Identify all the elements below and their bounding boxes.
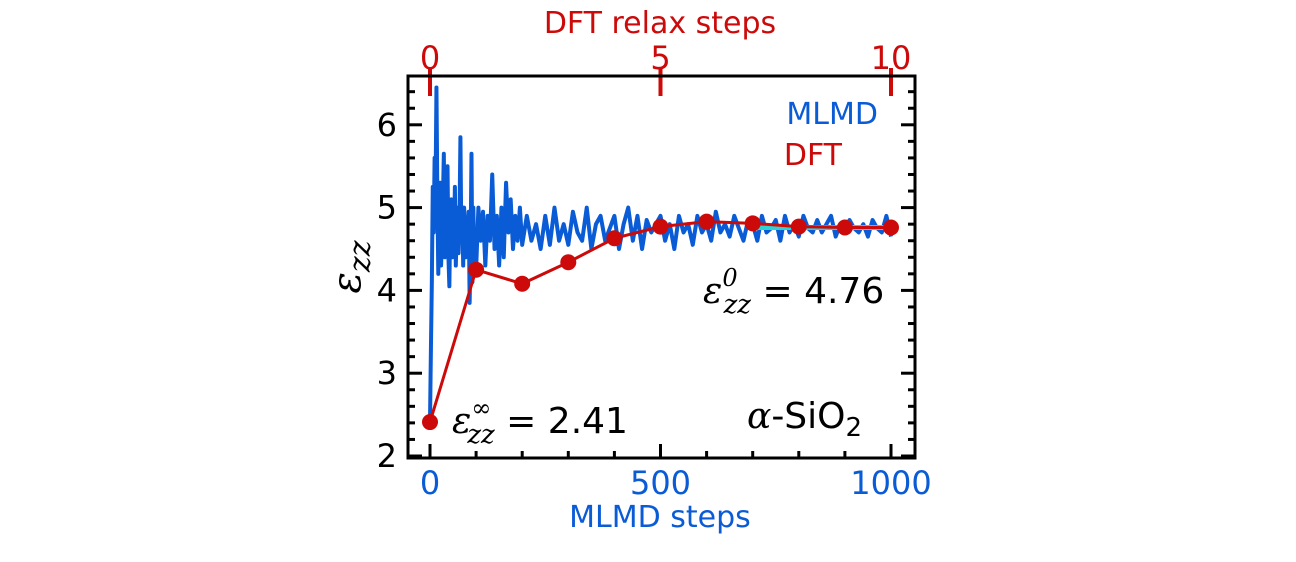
top-x-tick-label: 5 — [650, 39, 670, 77]
annotation-eps-inf: ε∞zz = 2.41 — [452, 394, 628, 450]
dft-point — [422, 414, 438, 431]
series-layer — [422, 85, 899, 431]
y-tick-label: 4 — [377, 271, 397, 309]
x-tick-label: 1000 — [850, 464, 931, 502]
annotation-material: α-SiO2 — [747, 396, 862, 443]
dft-point — [836, 219, 853, 236]
legend-dft: DFT — [784, 138, 843, 173]
top-x-axis-label: DFT relax steps — [544, 6, 776, 41]
x-axis-label: MLMD steps — [569, 500, 751, 535]
y-tick-label: 5 — [377, 189, 397, 227]
dft-point — [698, 213, 715, 230]
dft-point — [883, 219, 899, 236]
bottom-x-ticks: 0 500 1000 — [420, 444, 932, 502]
dft-point — [744, 215, 761, 232]
y-ticks: 2 3 4 5 6 — [377, 90, 915, 475]
x-tick-label: 500 — [630, 464, 691, 502]
top-x-ticks: 0 5 10 — [420, 39, 912, 96]
dft-point — [514, 275, 531, 292]
dft-point — [468, 261, 485, 278]
top-x-tick-label: 0 — [420, 39, 440, 77]
y-tick-label: 3 — [377, 354, 397, 392]
y-tick-label: 6 — [377, 106, 397, 144]
mlmd-series-line — [428, 85, 893, 423]
top-x-tick-label: 10 — [871, 39, 912, 77]
y-axis-label-symbol: ε — [324, 272, 370, 293]
y-tick-label: 2 — [377, 437, 397, 475]
y-axis-label-subscript: zz — [343, 240, 378, 273]
plot-frame — [406, 74, 917, 460]
dft-point — [560, 254, 577, 271]
dft-point — [652, 218, 669, 235]
dft-point — [606, 230, 623, 247]
x-tick-label: 0 — [420, 464, 440, 502]
dft-point — [790, 218, 807, 235]
y-axis-label: εzz — [324, 240, 378, 293]
legend-mlmd: MLMD — [786, 97, 878, 132]
